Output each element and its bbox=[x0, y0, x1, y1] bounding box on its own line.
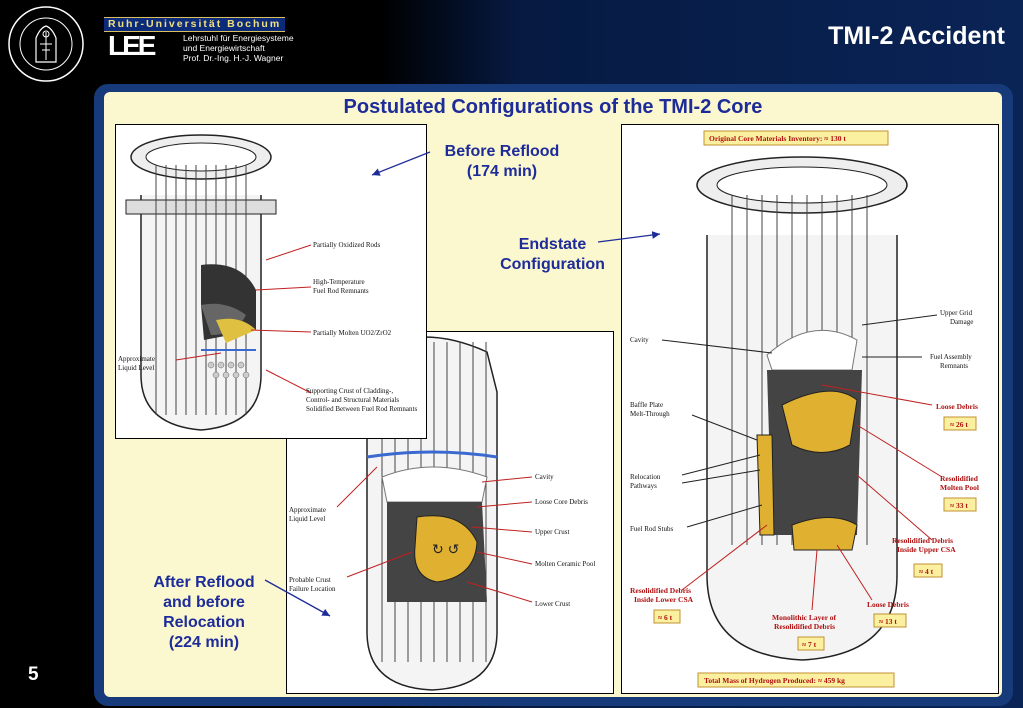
fig-end-fuel-stubs: Fuel Rod Stubs bbox=[630, 525, 673, 533]
before-reflood-label-line2: (174 min) bbox=[466, 163, 538, 180]
before-reflood-label-line1: Before Reflood bbox=[444, 143, 560, 160]
fig-end-fuel-assembly-1: Fuel Assembly bbox=[930, 353, 972, 361]
fig-before-label-hightemp-1: High-Temperature bbox=[313, 278, 365, 286]
chair-line-3: Prof. Dr.-Ing. H.-J. Wagner bbox=[183, 53, 284, 63]
fig-after-label-lower-crust: Lower Crust bbox=[535, 600, 570, 608]
university-name: Ruhr-Universität Bochum bbox=[104, 17, 286, 32]
fig-before-label-molten: Partially Molten UO2/ZrO2 bbox=[313, 329, 392, 337]
fig-before-label-approx-2: Liquid Level bbox=[118, 364, 154, 372]
fig-after-label-loose: Loose Core Debris bbox=[535, 498, 588, 506]
fig-end-loose-debris-mass: ≈ 26 t bbox=[950, 420, 968, 429]
fig-before-label-crust-2: Control- and Structural Materials bbox=[306, 396, 399, 404]
endstate-diagram: Original Core Materials Inventory: ≈ 130… bbox=[630, 130, 979, 688]
fig-end-monolithic-2: Resolidified Debris bbox=[774, 622, 835, 631]
fig-end-fuel-assembly-2: Remnants bbox=[940, 362, 968, 370]
after-reflood-label-line2: and before bbox=[163, 594, 245, 611]
fig-before-label-crust-3: Solidified Between Fuel Rod Remnants bbox=[306, 405, 417, 413]
fig-end-resolidified-pool-1: Resolidified bbox=[940, 474, 979, 483]
fig-after-label-probable-2: Failure Location bbox=[289, 585, 336, 593]
chair-line-2: und Energiewirtschaft bbox=[183, 43, 265, 53]
before-reflood-figure: Partially Oxidized Rods High-Temperature… bbox=[115, 124, 427, 439]
chair-line-1: Lehrstuhl für Energiesysteme bbox=[183, 33, 294, 43]
endstate-label: Endstate Configuration bbox=[485, 235, 620, 275]
fig-end-upper-csa-mass: ≈ 4 t bbox=[919, 567, 934, 576]
after-reflood-label-line3: Relocation bbox=[163, 614, 245, 631]
chair-info: Lehrstuhl für Energiesysteme und Energie… bbox=[183, 33, 294, 63]
fig-before-label-oxidized: Partially Oxidized Rods bbox=[313, 241, 381, 249]
fig-end-inventory: Original Core Materials Inventory: ≈ 130… bbox=[709, 134, 846, 143]
fig-before-label-hightemp-2: Fuel Rod Remnants bbox=[313, 287, 369, 295]
slide-title: TMI-2 Accident bbox=[828, 22, 1005, 50]
endstate-figure: Original Core Materials Inventory: ≈ 130… bbox=[621, 124, 999, 694]
fig-end-cavity: Cavity bbox=[630, 336, 649, 344]
endstate-label-line1: Endstate bbox=[518, 236, 587, 253]
fig-before-label-crust-1: Supporting Crust of Cladding-, bbox=[306, 387, 393, 395]
before-reflood-diagram: Partially Oxidized Rods High-Temperature… bbox=[118, 134, 417, 431]
endstate-label-line2: Configuration bbox=[500, 256, 605, 273]
fig-after-label-molten-pool: Molten Ceramic Pool bbox=[535, 560, 595, 568]
after-reflood-label-line4: (224 min) bbox=[168, 634, 240, 651]
fig-after-label-approx-2: Liquid Level bbox=[289, 515, 325, 523]
fig-after-label-approx-1: Approximate bbox=[289, 506, 326, 514]
fig-end-loose-debris-2: Loose Debris bbox=[867, 600, 909, 609]
page-number: 5 bbox=[28, 664, 39, 685]
fig-end-lower-csa-1: Resolidified Debris bbox=[630, 586, 691, 595]
fig-end-lower-csa-2: Inside Lower CSA bbox=[634, 595, 694, 604]
after-reflood-label: After Reflood and before Relocation (224… bbox=[140, 573, 268, 653]
fig-end-upper-csa-2: Inside Upper CSA bbox=[897, 545, 956, 554]
fig-before-label-approx-1: Approximate bbox=[118, 355, 155, 363]
fig-end-hydrogen: Total Mass of Hydrogen Produced: ≈ 459 k… bbox=[704, 676, 845, 685]
fig-end-lower-csa-mass: ≈ 6 t bbox=[658, 613, 673, 622]
fig-end-upper-grid-2: Damage bbox=[950, 318, 973, 326]
svg-text:↻ ↺: ↻ ↺ bbox=[432, 541, 459, 557]
fig-end-upper-csa-1: Resolidified Debris bbox=[892, 536, 953, 545]
university-seal-logo bbox=[8, 6, 84, 82]
before-reflood-label: Before Reflood (174 min) bbox=[432, 142, 572, 182]
fig-end-loose-debris-2-mass: ≈ 13 t bbox=[879, 617, 897, 626]
fig-end-upper-grid-1: Upper Grid bbox=[940, 309, 973, 317]
after-reflood-label-line1: After Reflood bbox=[153, 574, 255, 591]
lee-logo: LEE bbox=[108, 30, 157, 61]
fig-end-baffle-1: Baffle Plate bbox=[630, 401, 663, 409]
fig-end-monolithic-1: Monolithic Layer of bbox=[772, 613, 837, 622]
fig-end-relocation-1: Relocation bbox=[630, 473, 661, 481]
fig-after-label-probable-1: Probable Crust bbox=[289, 576, 331, 584]
fig-end-resolidified-pool-2: Molten Pool bbox=[940, 483, 979, 492]
content-title: Postulated Configurations of the TMI-2 C… bbox=[343, 96, 763, 118]
fig-end-relocation-2: Pathways bbox=[630, 482, 657, 490]
fig-end-loose-debris: Loose Debris bbox=[936, 402, 978, 411]
fig-end-resolidified-pool-mass: ≈ 33 t bbox=[950, 501, 968, 510]
fig-after-label-upper-crust: Upper Crust bbox=[535, 528, 569, 536]
fig-end-baffle-2: Melt-Through bbox=[630, 410, 670, 418]
fig-after-label-cavity: Cavity bbox=[535, 473, 554, 481]
fig-end-monolithic-mass: ≈ 7 t bbox=[802, 640, 817, 649]
